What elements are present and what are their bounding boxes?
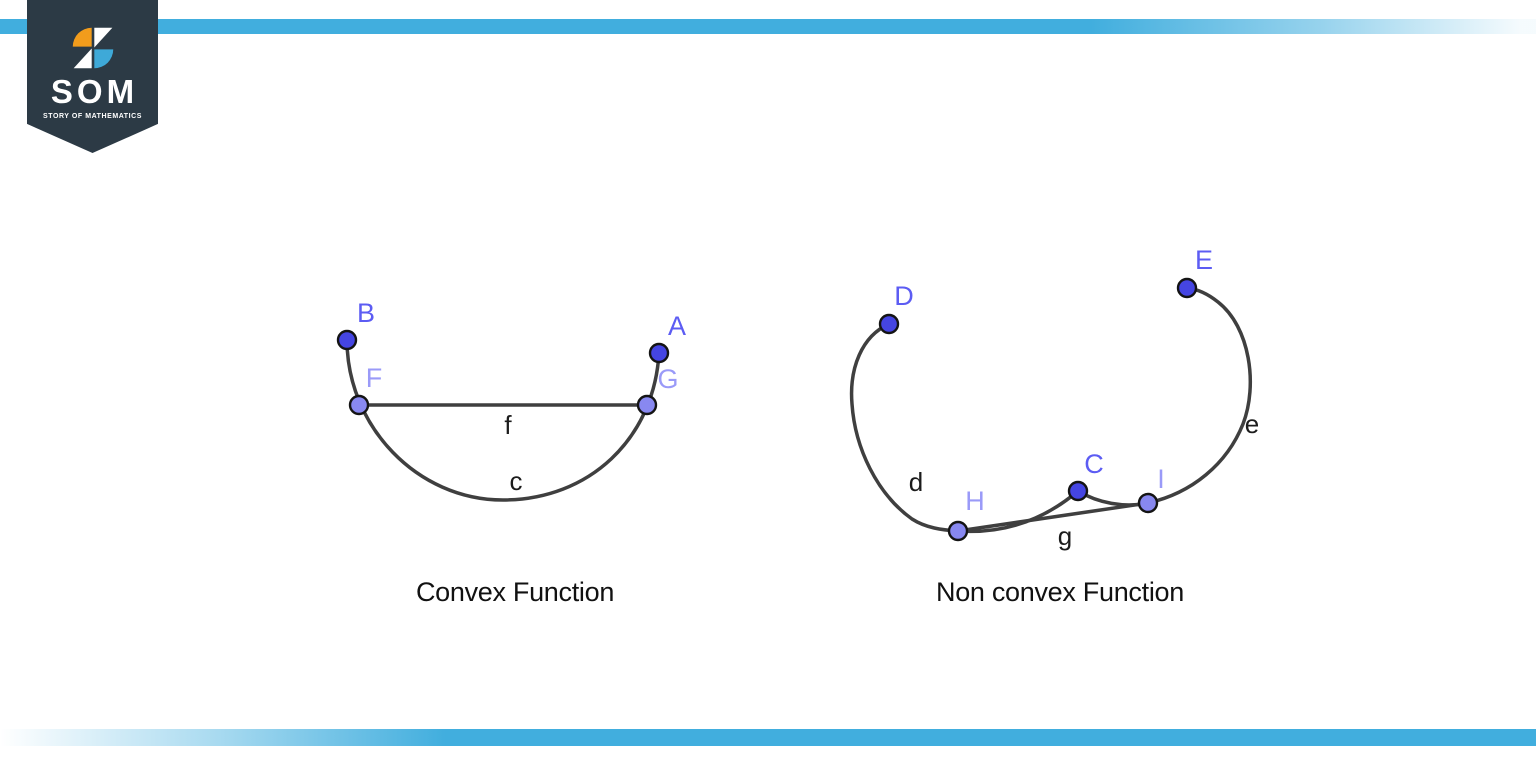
nonconvex-caption: Non convex Function	[936, 577, 1184, 607]
point-E	[1176, 277, 1198, 299]
point-I	[1137, 492, 1159, 514]
point-D	[878, 313, 900, 335]
point-label-A: A	[668, 311, 686, 341]
curve-label-e: e	[1245, 409, 1259, 439]
convex-caption: Convex Function	[416, 577, 614, 607]
point-label-D: D	[894, 281, 914, 311]
logo-acronym: SOM	[50, 73, 139, 110]
point-label-I: I	[1157, 464, 1165, 494]
curve-label-d: d	[909, 467, 923, 497]
convex-curve	[345, 338, 661, 502]
point-label-F: F	[366, 363, 383, 393]
point-B	[336, 329, 358, 351]
point-F	[348, 394, 370, 416]
point-G	[636, 394, 658, 416]
point-label-H: H	[965, 486, 985, 516]
nonconvex-chord	[956, 501, 1150, 533]
point-H	[947, 520, 969, 542]
bottom-accent-bar	[0, 729, 1536, 746]
point-label-B: B	[357, 298, 375, 328]
point-C	[1067, 480, 1089, 502]
curve-label-c: c	[510, 466, 523, 496]
nonconvex-curve-right	[1146, 286, 1253, 505]
logo-tagline: STORY OF MATHEMATICS	[43, 113, 142, 120]
chord-label-f: f	[504, 410, 512, 440]
point-A	[648, 342, 670, 364]
convex-figure: B F G A f c Convex Function	[336, 298, 686, 607]
point-label-C: C	[1084, 449, 1104, 479]
som-pinwheel-icon	[72, 27, 113, 69]
nonconvex-curve-left	[849, 322, 960, 533]
som-logo-banner: SOM STORY OF MATHEMATICS	[27, 0, 158, 153]
point-label-E: E	[1195, 245, 1213, 275]
point-label-G: G	[657, 364, 678, 394]
chord-label-g: g	[1058, 521, 1072, 551]
top-accent-bar	[0, 19, 1536, 34]
nonconvex-figure: D H C I E d e g Non convex Function	[849, 245, 1259, 607]
